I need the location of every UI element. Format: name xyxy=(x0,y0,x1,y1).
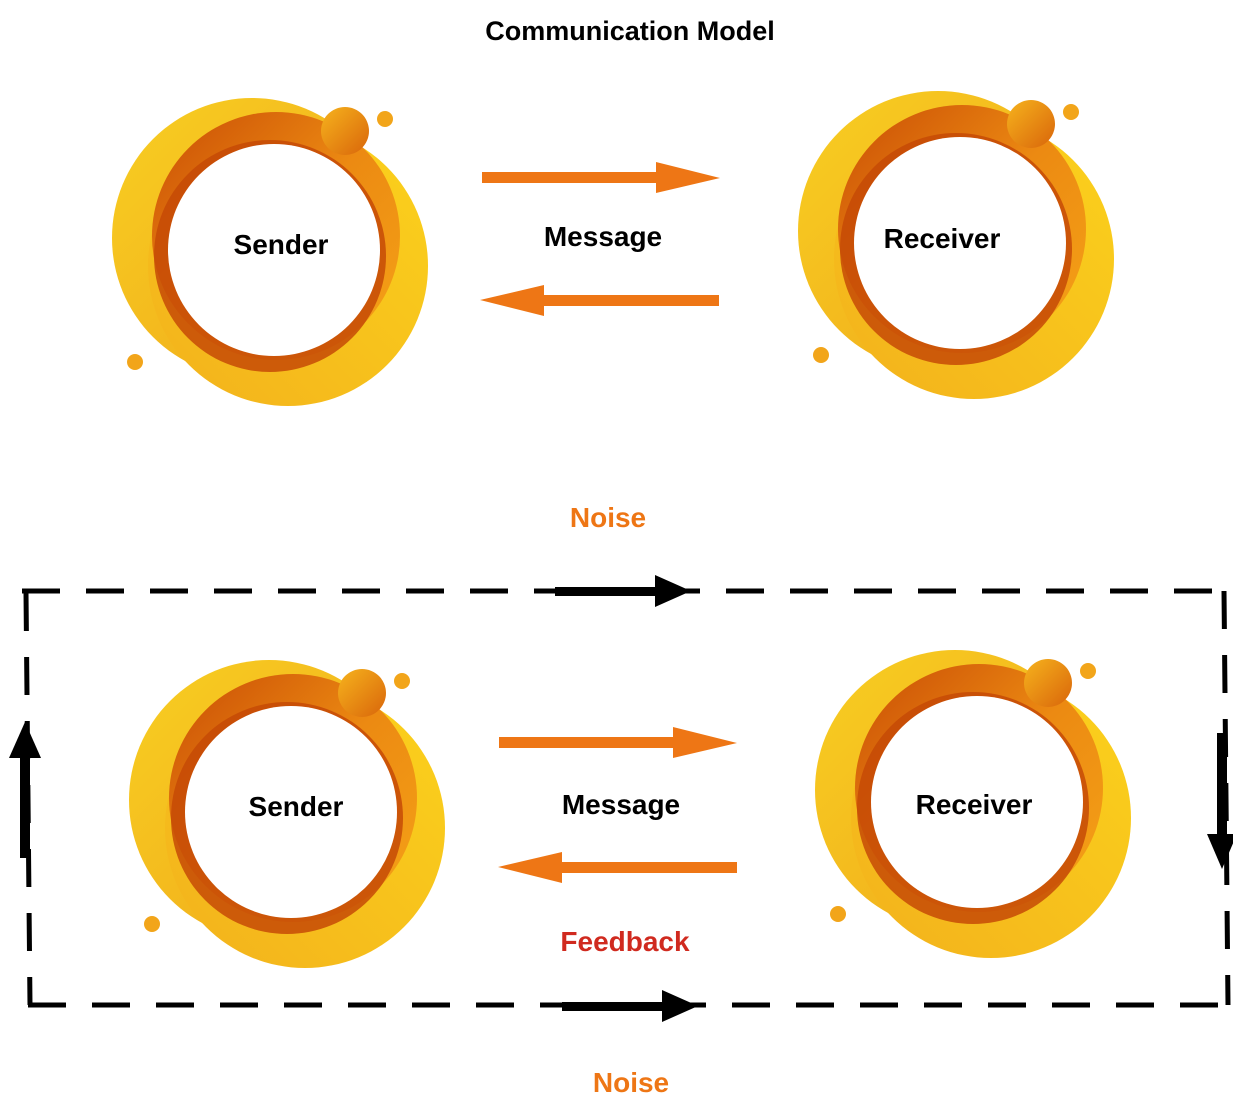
diagram-2: Sender Receiver Message Feedback Noise xyxy=(9,575,1233,1093)
page-title: Communication Model xyxy=(485,16,775,46)
sender-label-2: Sender xyxy=(249,791,344,822)
receiver-label-1: Receiver xyxy=(884,223,1001,254)
loop-arrow-right-down xyxy=(1207,733,1233,869)
sender-label-1: Sender xyxy=(234,229,329,260)
noise-label-2: Noise xyxy=(593,1067,669,1093)
loop-arrow-top xyxy=(555,575,691,607)
noise-label-1: Noise xyxy=(570,502,646,533)
feedback-label: Feedback xyxy=(560,926,690,957)
message-arrow-right-1 xyxy=(482,162,720,193)
message-label-1: Message xyxy=(544,221,662,252)
message-arrow-left-1 xyxy=(480,285,719,316)
message-arrow-left-2 xyxy=(498,852,737,883)
message-arrow-right-2 xyxy=(499,727,737,758)
receiver-label-2: Receiver xyxy=(916,789,1033,820)
loop-arrow-bottom xyxy=(562,990,698,1022)
message-label-2: Message xyxy=(562,789,680,820)
diagram-1: Sender Receiver Message Noise xyxy=(112,91,1114,533)
loop-arrow-left-up xyxy=(9,722,41,858)
